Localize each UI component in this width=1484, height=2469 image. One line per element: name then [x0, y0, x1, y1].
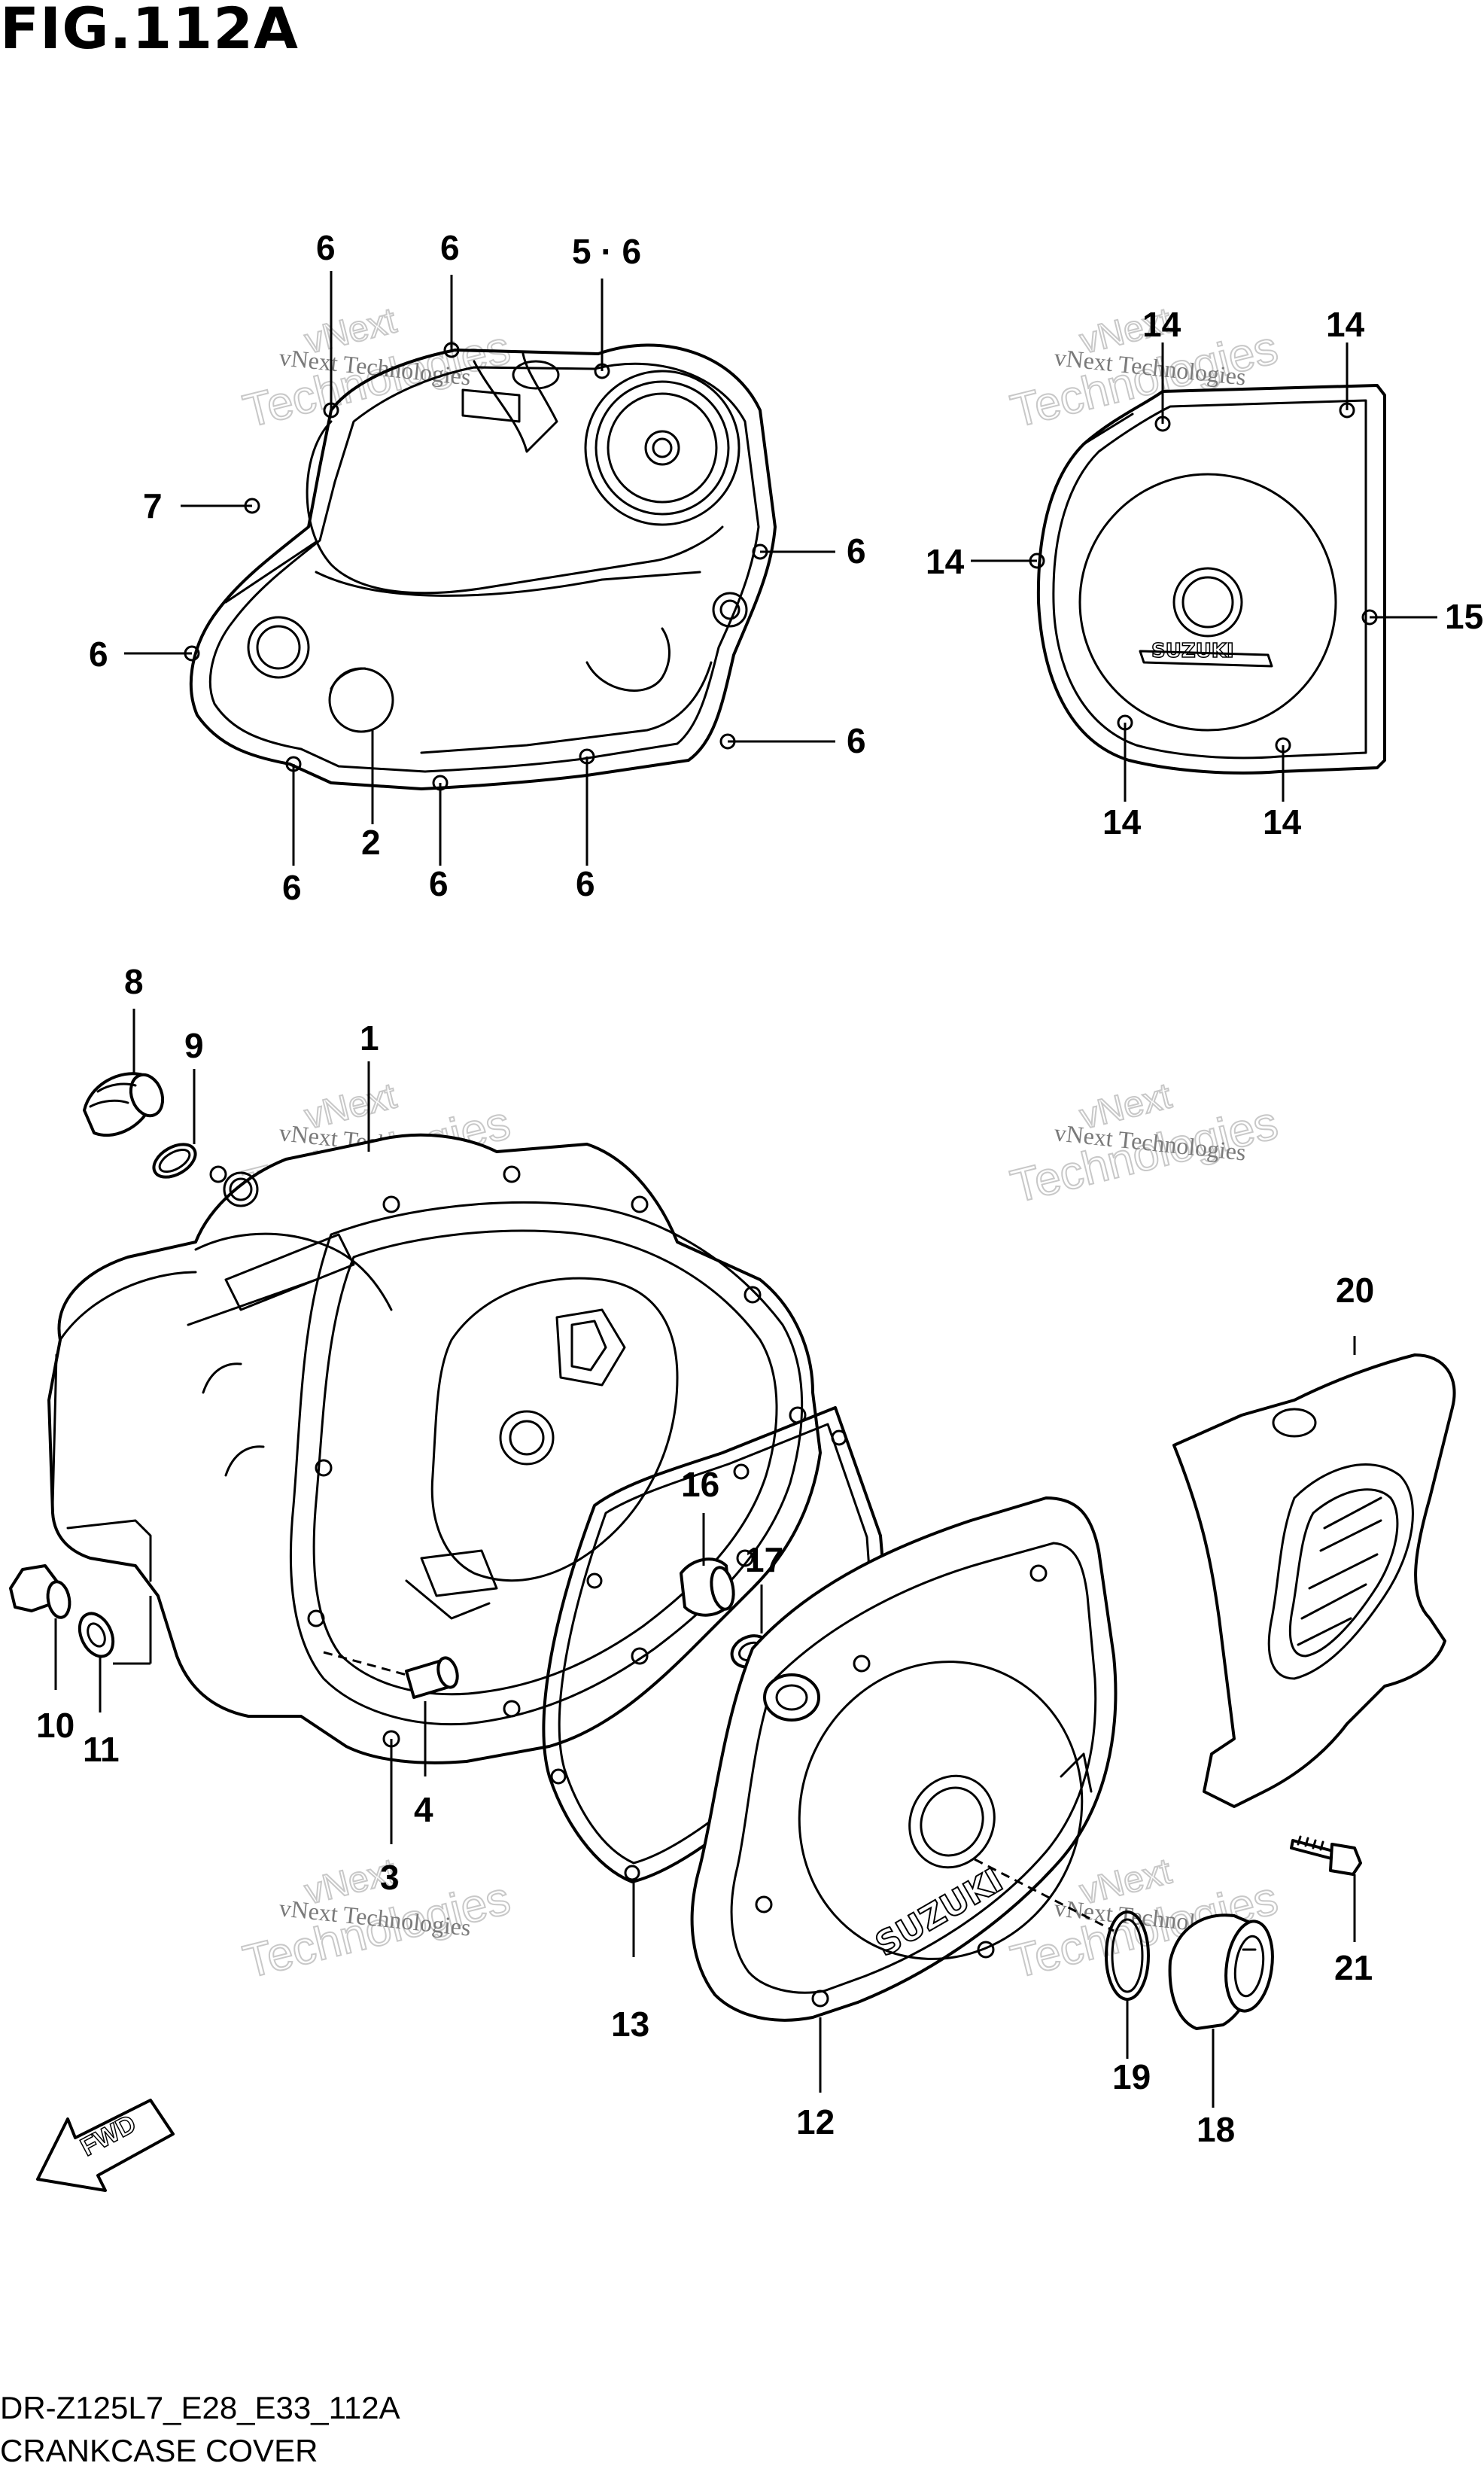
callout-14: 14 — [1142, 305, 1181, 344]
callout-10: 10 — [36, 1706, 75, 1745]
callout-13: 13 — [611, 2005, 649, 2044]
callout-21: 21 — [1334, 1948, 1373, 1987]
gasket-11 — [78, 1612, 115, 1658]
magneto-cover-gasket-view: SUZUKI — [1029, 384, 1386, 775]
sprocket-cover-20 — [1172, 1353, 1456, 1808]
callout-2: 2 — [361, 823, 381, 862]
watermark-bottom-left: Technologies vNext vNext Technologies — [238, 1851, 516, 1990]
callout-3: 3 — [380, 1858, 400, 1897]
callout-14: 14 — [1326, 305, 1365, 344]
leaders-top-right — [971, 342, 1437, 802]
leaders-bottom — [54, 1009, 1356, 2108]
callout-15: 15 — [1445, 597, 1483, 636]
watermark-mid-right: Technologies vNext vNext Technologies — [1005, 1076, 1284, 1214]
crankcase-cover — [47, 1133, 822, 1764]
dowel-pin-4 — [405, 1656, 459, 1699]
callouts-bottom: 8 9 1 20 16 17 10 11 4 3 13 21 19 12 18 — [36, 962, 1374, 2149]
callout-12: 12 — [796, 2102, 835, 2142]
callout-17: 17 — [745, 1540, 783, 1579]
callout-14: 14 — [926, 542, 965, 581]
bolt-21 — [1290, 1835, 1362, 1876]
callouts-top-left: 6 6 5 · 6 7 6 6 6 2 6 6 6 — [89, 228, 866, 907]
magneto-cover-logo: SUZUKI — [1151, 640, 1234, 662]
callout-6: 6 — [440, 228, 460, 267]
callout-6: 6 — [316, 228, 336, 267]
callout-14: 14 — [1102, 802, 1142, 842]
callout-6: 6 — [89, 635, 108, 674]
callouts-top-right: 14 14 14 15 14 14 — [926, 305, 1483, 842]
callout-5-6: 5 · 6 — [572, 232, 641, 271]
callout-9: 9 — [184, 1026, 204, 1065]
callout-6: 6 — [847, 721, 866, 760]
figure-title: FIG.112A — [0, 0, 299, 62]
fwd-arrow: FWD — [36, 2099, 175, 2192]
clutch-cover-gasket-view — [184, 342, 777, 791]
figure-name: CRANKCASE COVER — [0, 2433, 318, 2468]
plug-16 — [680, 1557, 735, 1617]
callout-19: 19 — [1112, 2057, 1151, 2096]
callout-7: 7 — [143, 486, 163, 525]
callout-20: 20 — [1336, 1271, 1374, 1310]
callout-6: 6 — [847, 531, 866, 571]
oil-filler-cap — [83, 1072, 165, 1137]
callout-4: 4 — [414, 1790, 433, 1829]
callout-6: 6 — [576, 864, 595, 903]
callout-6: 6 — [282, 868, 302, 907]
callout-11: 11 — [83, 1730, 120, 1769]
callout-1: 1 — [360, 1018, 379, 1058]
plug-18 — [1168, 1913, 1274, 2030]
leaders-top-left — [124, 271, 835, 866]
model-code: DR-Z125L7_E28_E33_112A — [0, 2390, 400, 2425]
callout-8: 8 — [124, 962, 144, 1001]
callout-6: 6 — [429, 864, 449, 903]
o-ring-9 — [152, 1143, 197, 1179]
callout-14: 14 — [1263, 802, 1302, 842]
drain-plug-10 — [9, 1564, 71, 1619]
callout-16: 16 — [681, 1465, 719, 1504]
magneto-cover-12: SUZUKI — [690, 1496, 1118, 2022]
callout-18: 18 — [1197, 2110, 1235, 2149]
